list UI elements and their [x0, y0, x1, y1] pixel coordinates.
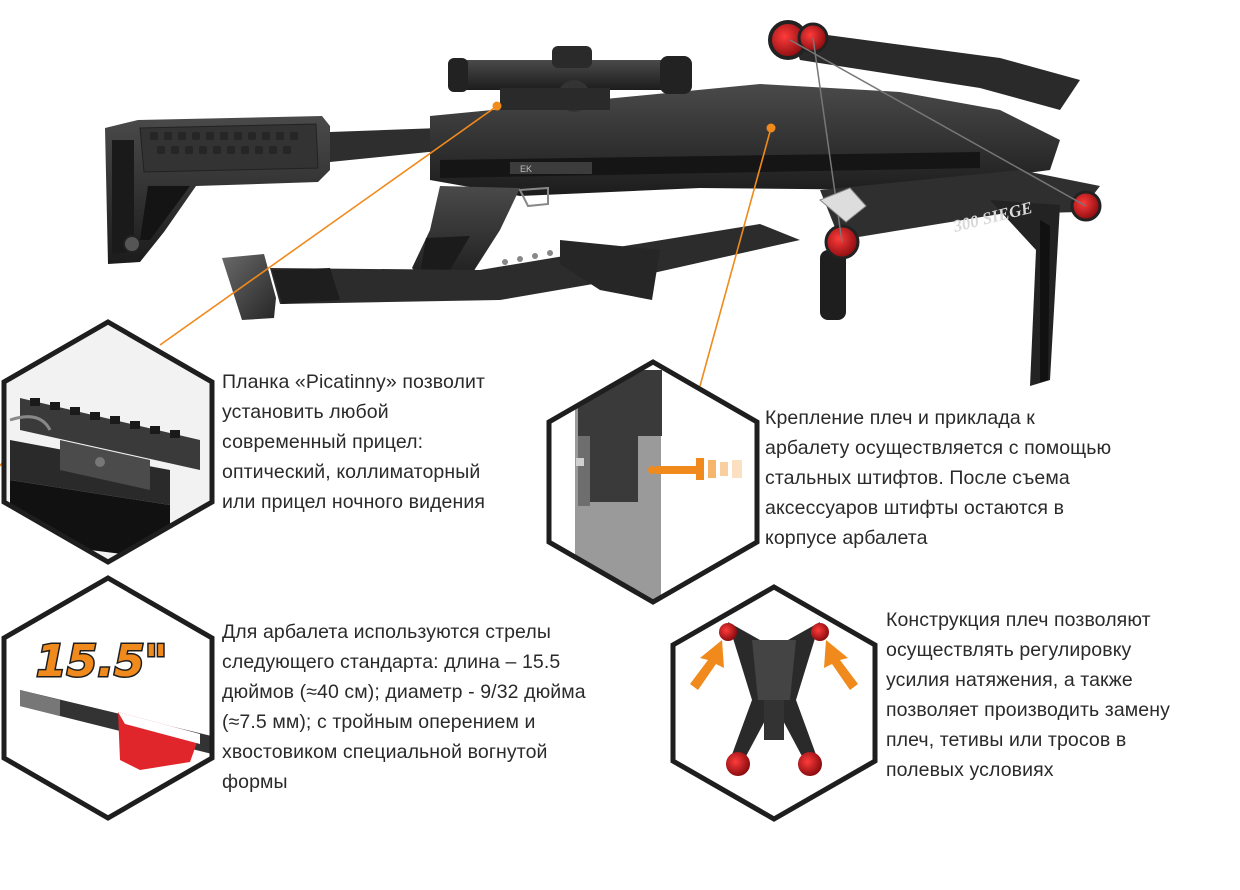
steel-pin-icon [549, 362, 757, 602]
caption-arrows-line: хвостовиком специальной вогнутой [222, 741, 548, 763]
arrow-length-badge: 15.5" [36, 636, 167, 687]
hex-pins [546, 359, 760, 605]
caption-limbs-line: позволяет производить замену [886, 699, 1170, 721]
foregrip-rail [222, 224, 800, 320]
caption-arrows-line: (≈7.5 мм); с тройным оперением и [222, 711, 536, 733]
stock [105, 116, 448, 264]
scope [448, 46, 692, 112]
caption-rail-line: или прицел ночного видения [222, 491, 486, 513]
caption-arrows: Для арбалета используются стрелы следующ… [222, 617, 586, 797]
hex-rail [1, 319, 215, 565]
svg-text:EK: EK [520, 164, 532, 174]
caption-limbs-line: Конструкция плеч позволяют [886, 609, 1151, 631]
caption-rail: Планка «Picatinny» позволит установить л… [222, 367, 485, 517]
caption-rail-line: установить любой [222, 401, 389, 423]
arrow-bolt-icon [4, 578, 212, 818]
callout-line-rail [159, 105, 498, 346]
caption-pins: Крепление плеч и приклада к арбалету осу… [765, 403, 1111, 553]
crossbow-illustration: EK [105, 20, 1102, 386]
caption-limbs-line: усилия натяжения, а также [886, 669, 1133, 691]
caption-pins-line: Крепление плеч и приклада к [765, 407, 1035, 429]
hex-limbs [670, 584, 878, 822]
callout-line-pins [699, 127, 772, 387]
caption-pins-line: корпусе арбалета [765, 527, 928, 549]
caption-limbs: Конструкция плеч позволяют осуществлять … [886, 605, 1170, 785]
caption-pins-line: стальных штифтов. После съема [765, 467, 1070, 489]
callout-dot-pins [766, 123, 776, 133]
picatinny-rail-icon [4, 322, 212, 562]
caption-limbs-line: плеч, тетивы или тросов в [886, 729, 1127, 751]
caption-arrows-line: дюймов (≈40 см); диаметр - 9/32 дюйма [222, 681, 586, 703]
callout-dot-rail [492, 101, 502, 111]
caption-rail-line: Планка «Picatinny» позволит [222, 371, 486, 393]
receiver: EK [430, 84, 1060, 196]
limbs-icon [673, 587, 875, 819]
caption-limbs-line: полевых условиях [886, 759, 1054, 781]
caption-limbs-line: осуществлять регулировку [886, 639, 1132, 661]
caption-pins-line: аксессуаров штифты остаются в [765, 497, 1065, 519]
hex-arrows: 15.5" [1, 575, 215, 821]
caption-arrows-line: формы [222, 771, 288, 793]
pistol-grip [412, 186, 549, 286]
caption-rail-line: оптический, коллиматорный [222, 461, 481, 483]
limbs-assembly: 300 SIEGE [768, 20, 1102, 386]
caption-rail-line: современный прицел: [222, 431, 424, 453]
caption-pins-line: арбалету осуществляется с помощью [765, 437, 1112, 459]
caption-arrows-line: Для арбалета используются стрелы [222, 621, 551, 643]
caption-arrows-line: следующего стандарта: длина – 15.5 [222, 651, 561, 673]
